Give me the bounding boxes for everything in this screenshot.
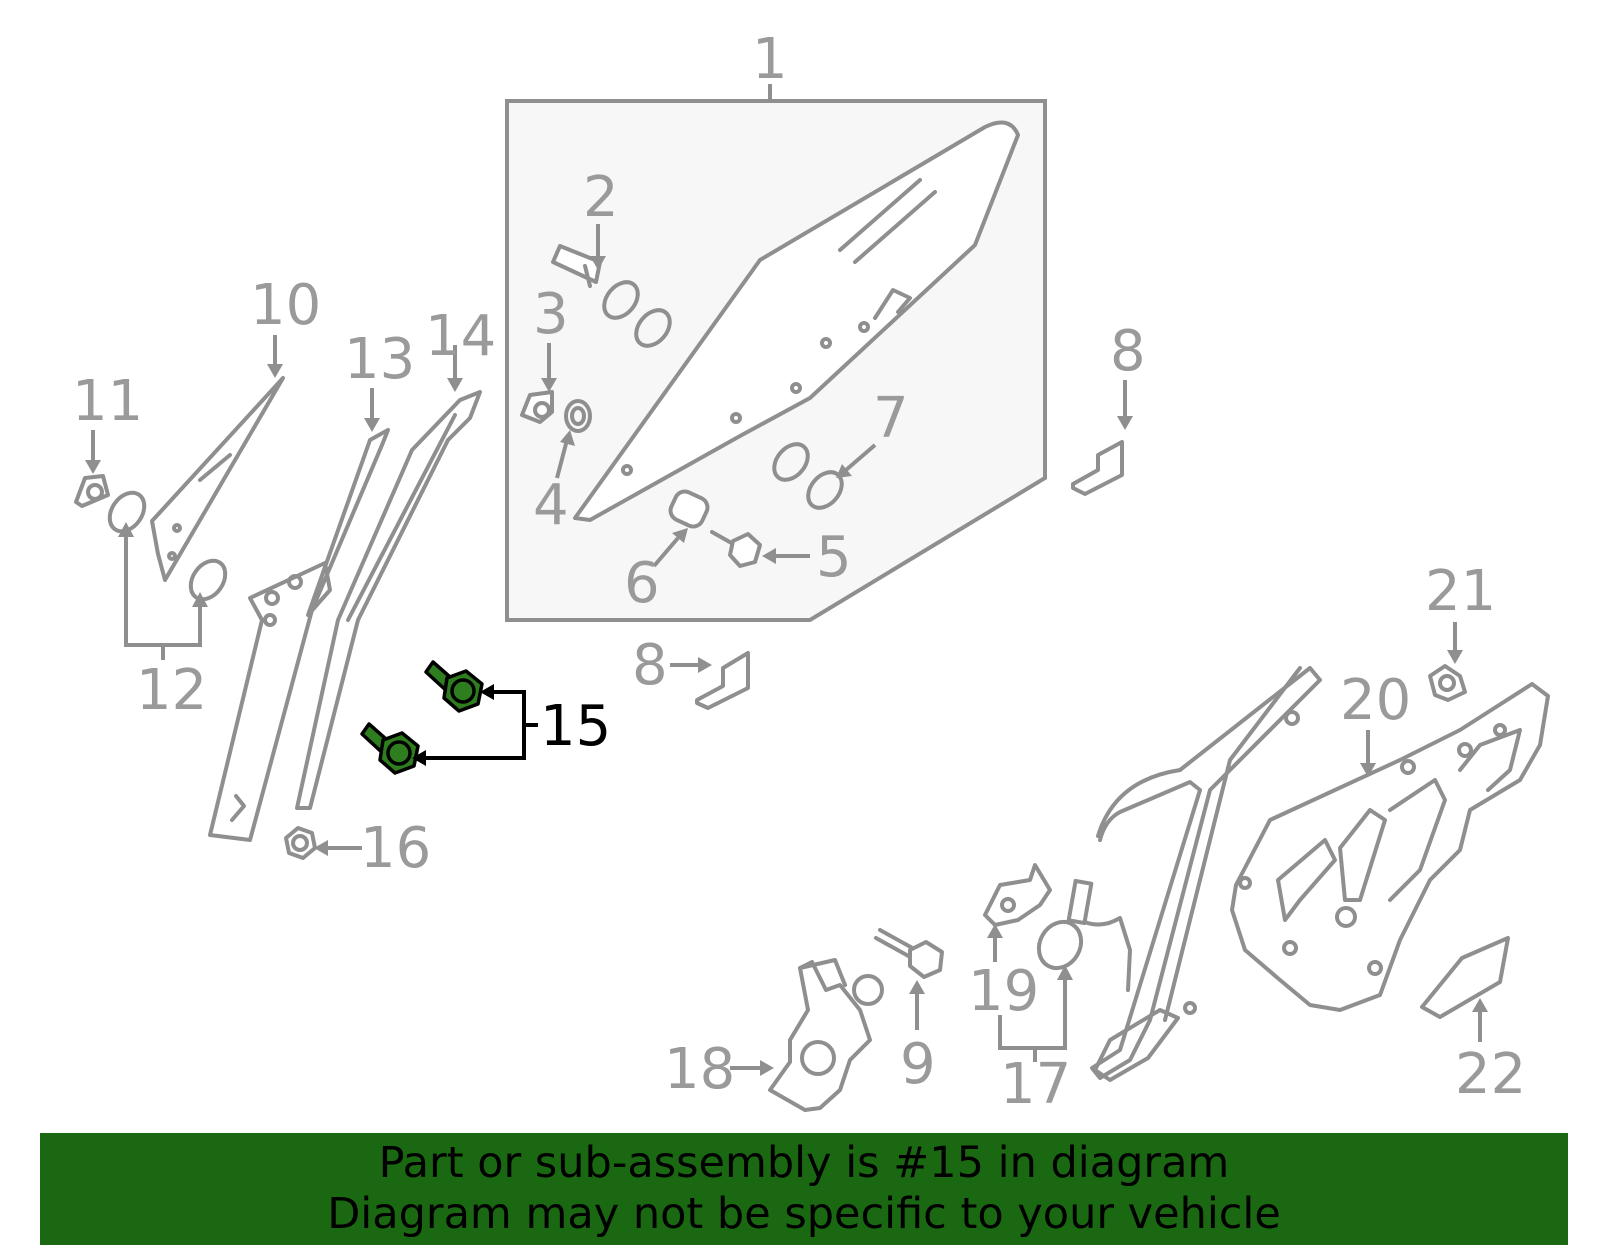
callout-19: 19 xyxy=(968,959,1039,1024)
fixed-glass xyxy=(150,376,285,582)
washers-part-12 xyxy=(107,490,228,660)
callout-4: 4 xyxy=(533,473,569,538)
callout-17: 17 xyxy=(1000,1052,1071,1117)
access-seal xyxy=(1420,936,1510,1019)
door-glass xyxy=(573,120,1020,522)
bolt-part-9 xyxy=(874,928,944,979)
regulator-pulley xyxy=(998,878,1094,1062)
grommet xyxy=(564,399,592,433)
callout-9: 9 xyxy=(900,1032,936,1097)
glass-clip xyxy=(520,390,554,424)
callout-3: 3 xyxy=(533,282,569,347)
clip-part-21 xyxy=(1428,664,1467,702)
bolt-part-15-upper[interactable] xyxy=(424,660,484,713)
leader-part-15 xyxy=(412,684,538,766)
callout-21: 21 xyxy=(1425,559,1496,624)
callout-8-lower: 8 xyxy=(632,633,668,698)
callout-14: 14 xyxy=(425,304,496,369)
callout-10: 10 xyxy=(250,273,321,338)
regulator-motor xyxy=(768,958,884,1112)
callout-2: 2 xyxy=(583,165,619,230)
glass-channel xyxy=(295,390,482,810)
bolt-part-5 xyxy=(710,530,762,568)
callout-1: 1 xyxy=(752,27,788,92)
callout-11: 11 xyxy=(72,369,143,434)
clip-part-11 xyxy=(74,474,110,508)
regulator-bracket xyxy=(983,863,1052,927)
callout-18: 18 xyxy=(664,1037,735,1102)
door-module-panel xyxy=(1230,682,1550,1012)
callout-20: 20 xyxy=(1340,668,1411,733)
banner-line-1: Part or sub-assembly is #15 in diagram xyxy=(378,1138,1230,1188)
callout-8-upper: 8 xyxy=(1110,319,1146,384)
callout-22: 22 xyxy=(1455,1042,1526,1107)
callout-6: 6 xyxy=(624,551,660,616)
callout-13: 13 xyxy=(344,327,415,392)
callout-12: 12 xyxy=(136,658,207,723)
callout-labels: 1 2 3 4 5 6 7 8 8 9 10 11 12 13 14 15 16… xyxy=(72,27,1526,1117)
callout-7: 7 xyxy=(873,386,909,451)
bracket-upper xyxy=(1071,440,1124,496)
run-channel xyxy=(208,428,390,842)
banner-line-2: Diagram may not be specific to your vehi… xyxy=(327,1189,1281,1239)
bushing xyxy=(668,489,710,529)
leader-lines xyxy=(85,224,1488,1076)
info-banner: Part or sub-assembly is #15 in diagram D… xyxy=(40,1133,1568,1245)
callout-15: 15 xyxy=(540,694,611,759)
nut-part-16 xyxy=(284,826,317,860)
bolt-part-15-lower[interactable] xyxy=(360,722,420,775)
callout-16: 16 xyxy=(360,816,431,881)
callout-5: 5 xyxy=(816,525,852,590)
bracket-lower xyxy=(695,651,750,710)
